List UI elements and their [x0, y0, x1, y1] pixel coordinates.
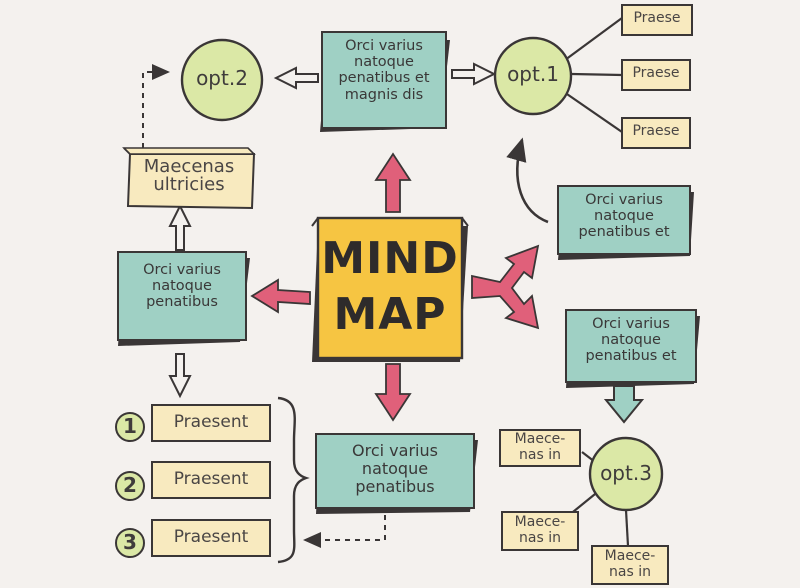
opt1-label: opt.1	[507, 62, 559, 86]
top-box-text: Orci varius natoque penatibus et magnis …	[338, 38, 430, 103]
right-mid-box-shape	[557, 185, 694, 260]
list-item-2-text: Praesent	[173, 469, 249, 489]
right-low-box-text: Orci varius natoque penatibus et	[585, 316, 677, 365]
left-box-shape	[117, 251, 250, 346]
left-box-text: Orci varius natoque penatibus	[143, 262, 221, 311]
list-bracket	[277, 396, 310, 564]
opt1-branch-2-text: Praese	[632, 65, 680, 81]
opt-circles	[180, 36, 664, 512]
opt3-branch-boxes	[499, 429, 669, 585]
opt3-branch-3-text: Maece- nas in	[604, 548, 656, 580]
right-mid-box-text: Orci varius natoque penatibus et	[578, 192, 670, 241]
list-number-3: 3	[123, 530, 137, 554]
mind-map-title-line2: MAP	[333, 289, 447, 340]
list-boxes	[151, 404, 271, 557]
list-number-2: 2	[123, 473, 137, 497]
opt3-label: opt.3	[600, 461, 652, 485]
maecenas-box-text: Maecenas ultricies	[143, 156, 235, 195]
bottom-box-shape	[315, 433, 478, 514]
list-item-1-text: Praesent	[173, 412, 249, 432]
list-item-3-text: Praesent	[173, 527, 249, 547]
mind-map-title-line1: MIND	[321, 233, 459, 284]
dashed-arrow-to-opt2	[142, 64, 170, 148]
opt3-branch-2-text: Maece- nas in	[514, 514, 566, 546]
arrow-to-opt3	[603, 385, 645, 424]
center-arrows	[250, 152, 540, 422]
list-number-1: 1	[123, 414, 137, 438]
opt2-label: opt.2	[196, 66, 248, 90]
opt1-branch-lines	[563, 17, 623, 133]
top-box-shape	[320, 31, 450, 132]
right-low-box-shape	[565, 309, 700, 388]
opt1-branch-boxes	[621, 4, 693, 149]
opt3-branch-1-text: Maece- nas in	[514, 431, 566, 463]
hollow-arrows	[168, 62, 497, 399]
opt1-branch-3-text: Praese	[632, 123, 680, 139]
bottom-box-text: Orci varius natoque penatibus	[352, 441, 438, 496]
curve-arrow-to-opt1	[506, 137, 549, 224]
opt1-branch-1-text: Praese	[633, 10, 681, 26]
center-box-shape	[311, 216, 469, 362]
number-circles	[115, 412, 145, 558]
maecenas-box-shape	[122, 147, 256, 210]
